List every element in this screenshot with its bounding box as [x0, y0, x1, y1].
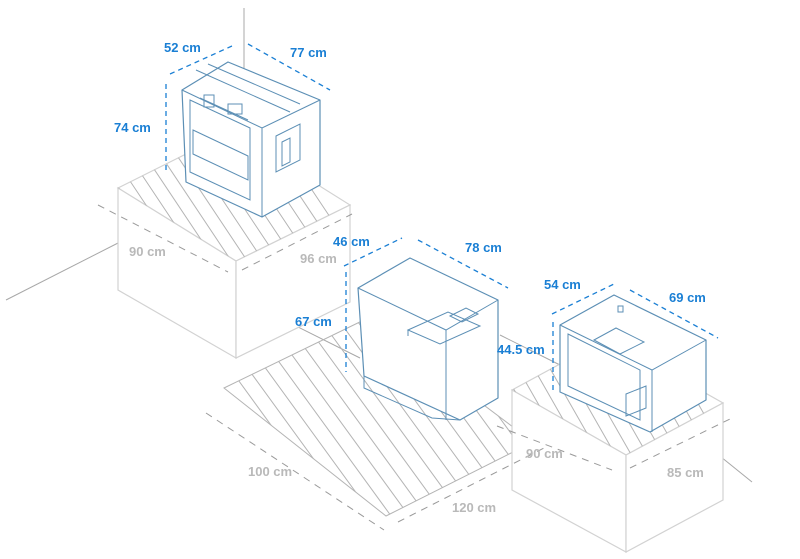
table-2-width-label: 85 cm — [667, 465, 704, 480]
machine-1-build-plate — [192, 129, 249, 181]
machine-3-body — [559, 294, 707, 433]
machine-3-depth-line — [551, 283, 615, 315]
machine-2-width-line — [417, 239, 509, 289]
machine-3-side-panel — [625, 385, 647, 417]
machine-3-width-line — [629, 289, 719, 339]
rear-floor-line — [499, 334, 561, 366]
machine-2-height-label: 67 cm — [295, 314, 332, 329]
machine-2-depth-line — [343, 237, 403, 267]
machine-dimension-lines — [165, 43, 719, 390]
table-1-depth-line — [97, 204, 229, 273]
machine-1-width-label: 77 cm — [290, 45, 327, 60]
machine-2-unit — [357, 257, 499, 421]
machine-3-width-label: 69 cm — [669, 290, 706, 305]
machine-3-printer — [559, 294, 707, 433]
machine-2-width-label: 78 cm — [465, 240, 502, 255]
table-2-depth-label: 90 cm — [526, 446, 563, 461]
floor-depth-label: 100 cm — [248, 464, 293, 479]
space-dimension-lines — [97, 204, 733, 531]
machine-1-width-line — [247, 43, 331, 91]
machine-1-depth-label: 52 cm — [164, 40, 201, 55]
left-floor-line — [5, 241, 121, 301]
machine-1-body — [181, 61, 321, 218]
floor-width-label: 120 cm — [452, 500, 497, 515]
machine-3-height-label: 44.5 cm — [497, 342, 545, 357]
floor-depth-line — [205, 412, 385, 531]
machine-2-depth-label: 46 cm — [333, 234, 370, 249]
machine-1-height-label: 74 cm — [114, 120, 151, 135]
machine-1-printer — [181, 61, 321, 218]
table-1-right-face — [235, 204, 351, 359]
machine-3-hood — [592, 327, 646, 355]
table-1-width-label: 96 cm — [300, 251, 337, 266]
floor-width-line — [397, 445, 549, 523]
table-2-width-line — [629, 417, 733, 469]
machine-2-lid — [406, 311, 482, 345]
machine-1-side-window — [275, 123, 301, 173]
machine-1-extruder — [203, 94, 215, 108]
machine-1-opening — [189, 99, 251, 201]
machine-1-spool — [281, 137, 291, 167]
machine-3-front-window — [567, 333, 641, 421]
machine-2-control-panel — [448, 307, 480, 323]
machine-3-depth-label: 54 cm — [544, 277, 581, 292]
table-2-right-face — [625, 401, 724, 554]
table-1-depth-label: 90 cm — [129, 244, 166, 259]
machine-1-depth-line — [169, 45, 233, 75]
